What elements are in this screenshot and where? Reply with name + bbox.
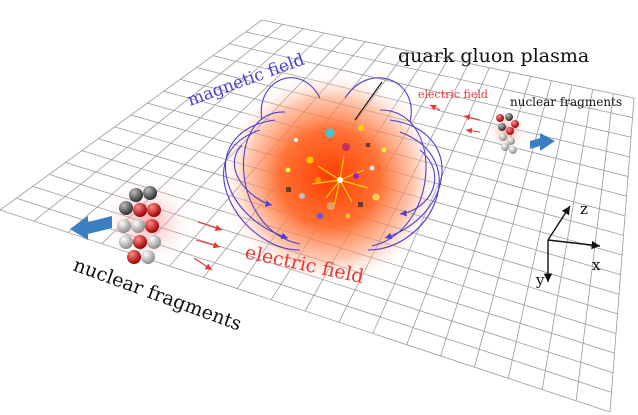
- spark-icon: [311, 155, 369, 207]
- right-nuclear-fragment: [485, 108, 529, 156]
- axis-x-label: x: [592, 256, 601, 274]
- quark-particles: [285, 125, 387, 220]
- right-motion-arrow-icon: [530, 133, 555, 151]
- electric-field-arrows-right: [429, 104, 481, 134]
- left-nuclear-fragment: [98, 174, 198, 270]
- axis-z-label: z: [580, 200, 588, 218]
- grid-line: [212, 55, 630, 158]
- grid-line: [0, 209, 611, 413]
- magnetic-field-lines: [223, 77, 443, 251]
- nuclear-fragments-right-label: nuclear fragments: [510, 95, 622, 109]
- electric-field-arrows-left: [193, 221, 223, 271]
- grid-line: [261, 19, 635, 99]
- electric-field-small-label: electric field: [418, 88, 488, 101]
- plasma-pointer-line: [354, 81, 383, 121]
- left-motion-arrow-icon: [70, 216, 112, 240]
- axis-y-label: y: [535, 271, 545, 289]
- grid-line: [245, 31, 633, 119]
- coordinate-axes: [543, 205, 601, 282]
- grid-line: [229, 43, 632, 138]
- quark-gluon-plasma-label: quark gluon plasma: [398, 45, 589, 67]
